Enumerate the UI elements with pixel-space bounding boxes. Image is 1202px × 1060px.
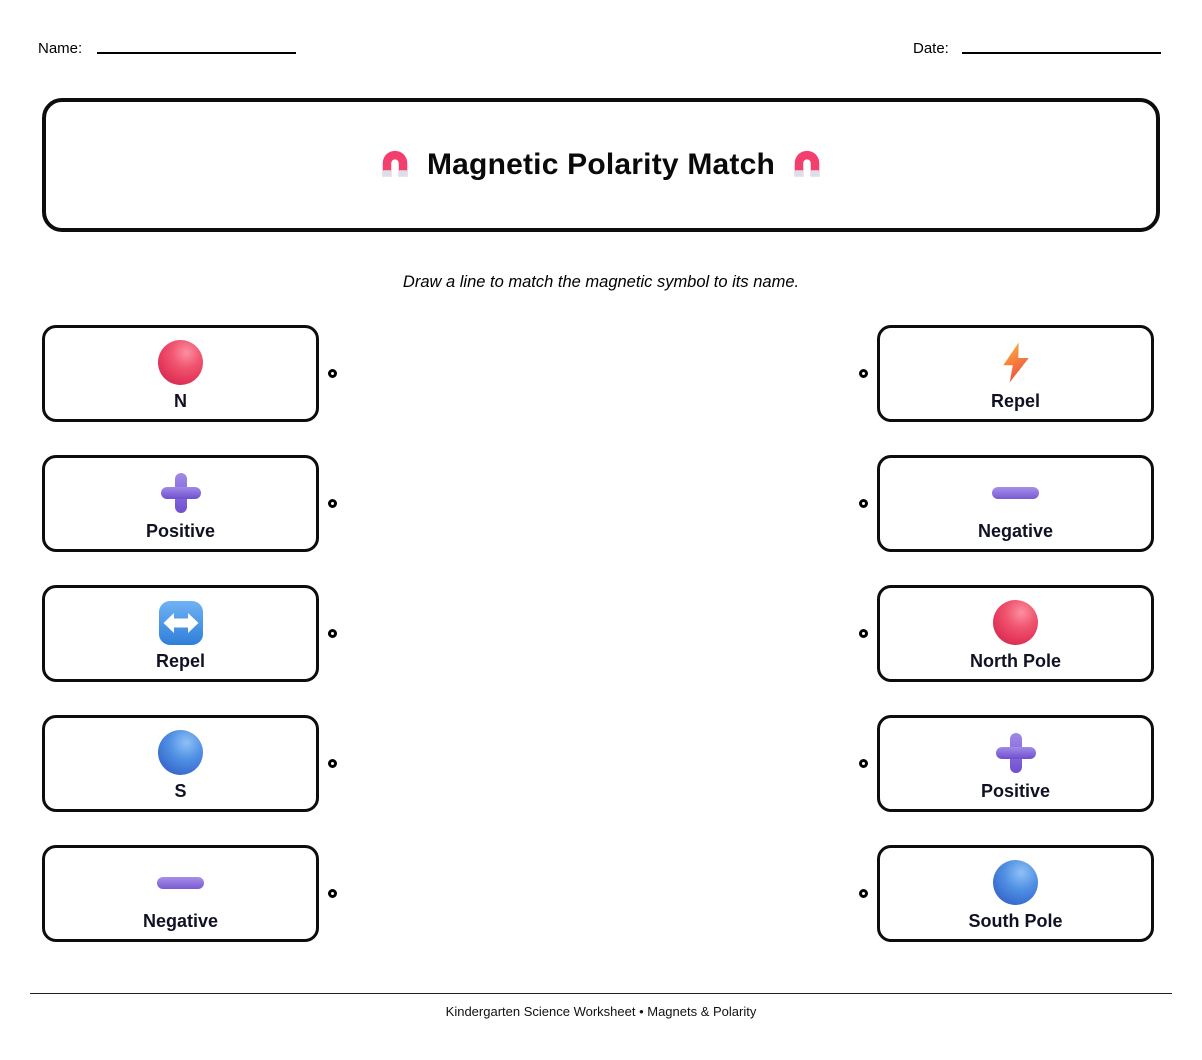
red-sphere-icon (993, 599, 1038, 647)
magnet-icon (382, 150, 408, 177)
card-label: S (174, 780, 187, 801)
card-label: Negative (977, 520, 1054, 541)
purple-plus-icon (156, 469, 206, 517)
name-card: Negative (877, 455, 1154, 552)
footer-divider (30, 993, 1172, 994)
symbol-card: Repel (42, 585, 319, 682)
instruction-text: Draw a line to match the magnetic symbol… (402, 273, 800, 291)
purple-plus-icon (991, 729, 1041, 777)
symbol-card: S (42, 715, 319, 812)
match-row: N (42, 325, 337, 422)
blue-sphere-icon (158, 729, 203, 777)
match-row: Repel (42, 585, 337, 682)
name-label: Name: (38, 40, 83, 57)
blue-sphere-icon (993, 859, 1038, 907)
connector-dot[interactable] (859, 369, 868, 378)
date-label: Date: (913, 40, 949, 57)
card-label: Repel (155, 650, 206, 671)
name-card: North Pole (877, 585, 1154, 682)
connector-dot[interactable] (859, 889, 868, 898)
match-row: South Pole (859, 845, 1154, 942)
red-sphere-icon (158, 339, 203, 387)
blue-arrows-icon (158, 599, 204, 647)
magnet-icon (794, 150, 820, 177)
footer-text: Kindergarten Science Worksheet • Magnets… (445, 1004, 757, 1019)
date-input-line[interactable] (962, 52, 1161, 54)
card-label: Negative (142, 910, 219, 931)
card-label: Repel (990, 390, 1041, 411)
connector-dot[interactable] (328, 889, 337, 898)
connector-dot[interactable] (859, 629, 868, 638)
connector-dot[interactable] (328, 499, 337, 508)
connector-dot[interactable] (328, 759, 337, 768)
connector-dot[interactable] (328, 629, 337, 638)
page-title: Magnetic Polarity Match (426, 148, 775, 181)
card-label: Positive (145, 520, 216, 541)
name-input-line[interactable] (97, 52, 296, 54)
match-row: Negative (42, 845, 337, 942)
card-label: Positive (980, 780, 1051, 801)
match-row: North Pole (859, 585, 1154, 682)
orange-lightning-icon (996, 339, 1036, 387)
purple-minus-icon (992, 469, 1039, 517)
card-label: N (174, 390, 187, 411)
symbol-card: Negative (42, 845, 319, 942)
match-row: Positive (42, 455, 337, 552)
card-label: North Pole (969, 650, 1061, 671)
title-banner: Magnetic Polarity Match (42, 98, 1160, 232)
purple-minus-icon (157, 859, 204, 907)
name-card: Positive (877, 715, 1154, 812)
match-row: Positive (859, 715, 1154, 812)
symbol-card: Positive (42, 455, 319, 552)
match-row: Negative (859, 455, 1154, 552)
match-row: Repel (859, 325, 1154, 422)
name-card: Repel (877, 325, 1154, 422)
name-card: South Pole (877, 845, 1154, 942)
connector-dot[interactable] (859, 499, 868, 508)
card-label: South Pole (968, 910, 1063, 931)
match-row: S (42, 715, 337, 812)
connector-dot[interactable] (859, 759, 868, 768)
connector-dot[interactable] (328, 369, 337, 378)
symbol-card: N (42, 325, 319, 422)
